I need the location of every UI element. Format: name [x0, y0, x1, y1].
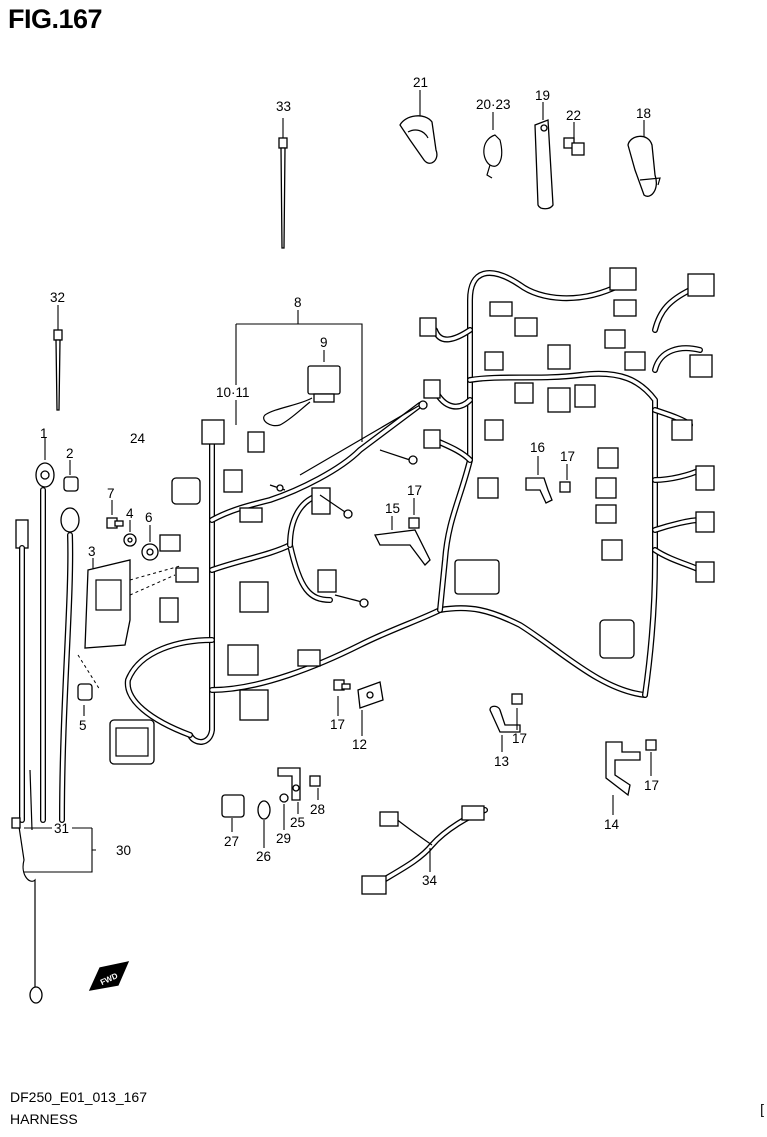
bracket-15 [374, 516, 431, 566]
cable-tie-32 [53, 305, 63, 411]
bracket-25 [277, 767, 301, 814]
bracket-13 [489, 705, 521, 752]
callout-29: 29 [276, 831, 291, 846]
bracket-14 [605, 741, 641, 815]
figure-title: FIG.167 [8, 4, 103, 34]
clip-20-23 [483, 112, 503, 179]
fuse-holder-9 [263, 365, 341, 427]
callout-5: 5 [79, 718, 87, 733]
callout-labels: 1 2 3 4 5 6 7 8 9 10·11 12 13 14 15 16 1… [40, 75, 659, 888]
callout-17-c: 17 [330, 717, 345, 732]
callout-28: 28 [310, 802, 325, 817]
callout-19: 19 [535, 88, 550, 103]
callout-10-11: 10·11 [216, 385, 250, 400]
callout-33: 33 [276, 99, 291, 114]
callout-14: 14 [604, 817, 620, 832]
callout-17-e: 17 [644, 778, 659, 793]
corner-mark: [ [760, 1101, 764, 1117]
ecm-bracket-3 [77, 558, 181, 691]
cap-26 [257, 800, 271, 848]
callout-21: 21 [413, 75, 428, 90]
bolt-17-15 [408, 498, 420, 529]
callout-13: 13 [494, 754, 509, 769]
callout-18: 18 [636, 106, 651, 121]
ground-cable-30 [11, 817, 43, 1004]
callout-30: 30 [116, 843, 131, 858]
callout-3: 3 [88, 544, 96, 559]
callout-1: 1 [40, 426, 48, 441]
bolt-17-14 [645, 739, 657, 776]
bolt-28 [309, 775, 321, 800]
callout-22: 22 [566, 108, 581, 123]
callout-16: 16 [530, 440, 545, 455]
callout-31: 31 [54, 821, 69, 836]
nut-2 [63, 460, 79, 492]
sub-harness-34 [361, 805, 488, 895]
figure-code: DF250_E01_013_167 [10, 1089, 148, 1105]
callout-34: 34 [422, 873, 438, 888]
callout-4: 4 [126, 506, 134, 521]
callout-20-23: 20·23 [476, 97, 511, 112]
callout-bracket-30-31 [24, 827, 96, 873]
bracket-19 [534, 102, 554, 210]
callout-bracket-8 [235, 310, 363, 442]
clamp-21 [399, 90, 438, 164]
callout-17-b: 17 [407, 483, 422, 498]
cap-27 [221, 794, 245, 832]
bolt-17-upper [559, 464, 571, 493]
grommet-5 [77, 683, 93, 716]
bolt-7 [106, 500, 124, 529]
battery-cable-1 [35, 438, 55, 823]
grommet-6 [141, 525, 159, 561]
callout-12: 12 [352, 737, 367, 752]
figure-name: HARNESS [10, 1111, 78, 1127]
callout-6: 6 [145, 510, 153, 525]
callout-7: 7 [107, 486, 115, 501]
bracket-16 [525, 456, 553, 504]
callout-15: 15 [385, 501, 400, 516]
callout-17-a: 17 [560, 449, 575, 464]
cable-tie-33 [278, 118, 288, 249]
bracket-12 [357, 681, 384, 736]
harness-connectors [109, 267, 715, 765]
callout-17-d: 17 [512, 731, 527, 746]
callout-2: 2 [66, 446, 74, 461]
washer-29 [279, 793, 289, 830]
callout-24: 24 [130, 431, 146, 446]
clamp-18 [627, 120, 661, 197]
bolt-22 [563, 122, 585, 156]
callout-8: 8 [294, 295, 302, 310]
battery-cable-31 [15, 507, 80, 831]
callout-32: 32 [50, 290, 65, 305]
fwd-arrow-badge: FWD [88, 961, 130, 991]
callout-9: 9 [320, 335, 328, 350]
bolt-17-13 [511, 693, 523, 730]
callout-26: 26 [256, 849, 271, 864]
main-harness-8 [124, 270, 703, 745]
callout-27: 27 [224, 834, 239, 849]
bolt-17-12 [333, 679, 351, 716]
washer-4 [123, 520, 137, 547]
callout-25: 25 [290, 815, 305, 830]
